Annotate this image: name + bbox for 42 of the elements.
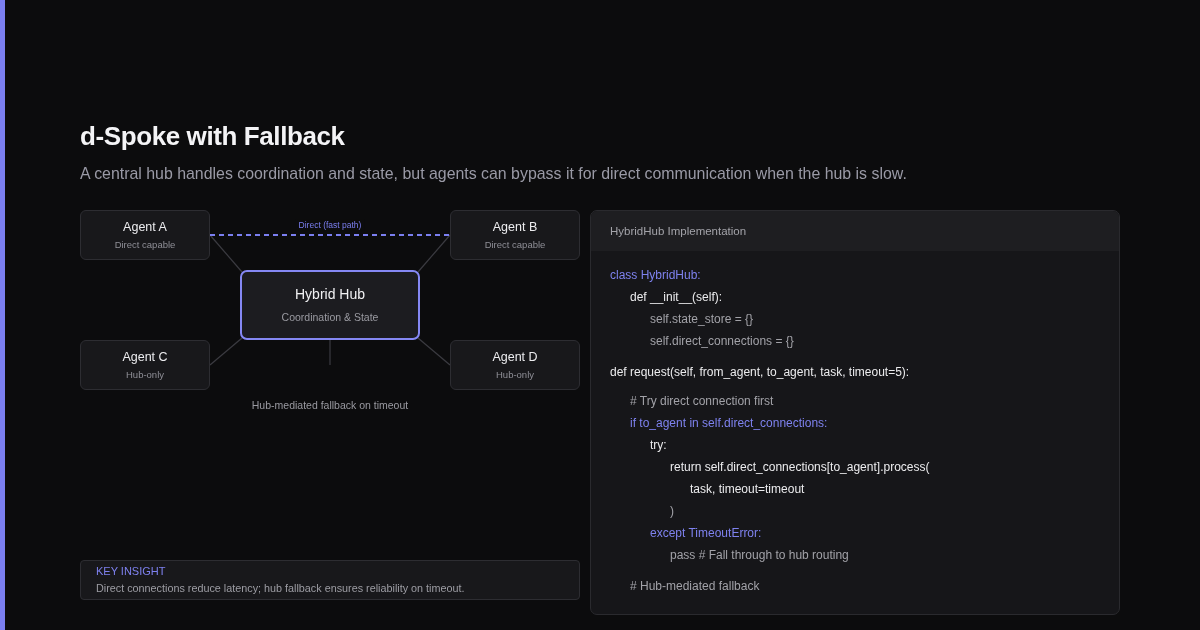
note-text: Hub-mediated fallback on timeout: [251, 398, 409, 412]
node-subtitle: Direct capable: [114, 238, 176, 251]
agent-box: [80, 340, 210, 390]
code-line: # Hub-mediated fallback: [630, 578, 760, 595]
hub-box: [240, 270, 420, 340]
subtitle: A central hub handles coordination and state, but agents can bypass it for direct communication when the hub is slow.: [80, 164, 907, 184]
panel-title: HybridHub Implementation: [610, 224, 747, 238]
connector-line: [417, 234, 451, 273]
code-line: self.state_store = {}: [650, 311, 754, 328]
agent-box: [450, 340, 580, 390]
code-line: pass # Fall through to hub routing: [670, 547, 849, 564]
node-title: Agent B: [492, 219, 538, 235]
connector-line: [209, 337, 243, 366]
agent-box: [450, 210, 580, 260]
agent-box: [80, 210, 210, 260]
code-line: def __init__(self):: [630, 289, 723, 306]
code-line: class HybridHub:: [610, 267, 701, 284]
dashed-connector: [209, 234, 451, 236]
code-panel: [590, 210, 1120, 615]
connector-line: [209, 234, 243, 273]
node-title: Agent D: [492, 349, 538, 365]
callout-heading: KEY INSIGHT: [96, 565, 166, 578]
code-line: if to_agent in self.direct_connections:: [630, 415, 828, 432]
code-line: ): [670, 503, 674, 520]
code-line: return self.direct_connections[to_agent].process(: [670, 459, 930, 476]
page-title: d-Spoke with Fallback: [80, 121, 345, 151]
node-subtitle: Hub-only: [126, 368, 164, 381]
insight-callout: [80, 560, 580, 600]
node-title: Agent A: [123, 219, 167, 235]
node-subtitle: Coordination & State: [281, 311, 379, 324]
code-line: self.direct_connections = {}: [650, 333, 794, 350]
node-subtitle: Direct capable: [484, 238, 546, 251]
node-title: Agent C: [122, 349, 168, 365]
code-line: try:: [650, 437, 667, 454]
node-subtitle: Hub-only: [496, 368, 534, 381]
connector-line: [417, 337, 451, 366]
callout-text: Direct connections reduce latency; hub fallback ensures reliability on timeout.: [96, 582, 465, 595]
node-title: Hybrid Hub: [295, 286, 365, 303]
code-line: # Try direct connection first: [630, 393, 774, 410]
code-line: except TimeoutError:: [650, 525, 762, 542]
code-line: def request(self, from_agent, to_agent, task, timeout=5):: [610, 364, 910, 381]
code-line: task, timeout=timeout: [690, 481, 805, 498]
